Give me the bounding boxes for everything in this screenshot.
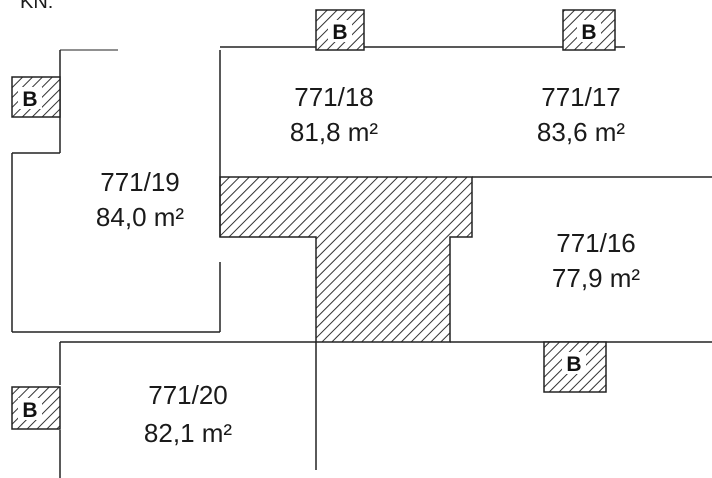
lot-area: 83,6 m² xyxy=(537,117,625,147)
block-letter: B xyxy=(22,88,37,111)
b-block-left: B xyxy=(11,76,61,118)
b-block-top-right: B xyxy=(562,9,616,51)
lot-number: 771/17 xyxy=(541,82,621,112)
block-letter: B xyxy=(332,21,347,44)
lot-771-18-label: 771/18 81,8 m² xyxy=(290,82,378,147)
lot-771-19-label: 771/19 84,0 m² xyxy=(96,167,184,232)
lot-771-16-label: 771/16 77,9 m² xyxy=(552,228,640,293)
lot-number: 771/16 xyxy=(556,228,636,258)
lot-number: 771/20 xyxy=(148,380,228,410)
lot-771-17-label: 771/17 83,6 m² xyxy=(537,82,625,147)
block-letter: B xyxy=(22,399,37,422)
lot-number: 771/19 xyxy=(100,167,180,197)
shared-area-hatched xyxy=(219,176,473,343)
lot-number: 771/18 xyxy=(294,82,374,112)
block-letter: B xyxy=(581,21,596,44)
plot-boundaries xyxy=(11,46,712,478)
b-block-bottom-left: B xyxy=(11,386,61,430)
corner-label: KN: xyxy=(20,0,53,13)
lot-771-20-label: 771/20 82,1 m² xyxy=(144,380,232,448)
lot-area: 84,0 m² xyxy=(96,202,184,232)
lot-area: 77,9 m² xyxy=(552,263,640,293)
lot-area: 81,8 m² xyxy=(290,117,378,147)
lot-area: 82,1 m² xyxy=(144,418,232,448)
b-block-top-left: B xyxy=(315,9,365,51)
block-letter: B xyxy=(566,353,581,376)
b-block-right: B xyxy=(543,341,607,393)
